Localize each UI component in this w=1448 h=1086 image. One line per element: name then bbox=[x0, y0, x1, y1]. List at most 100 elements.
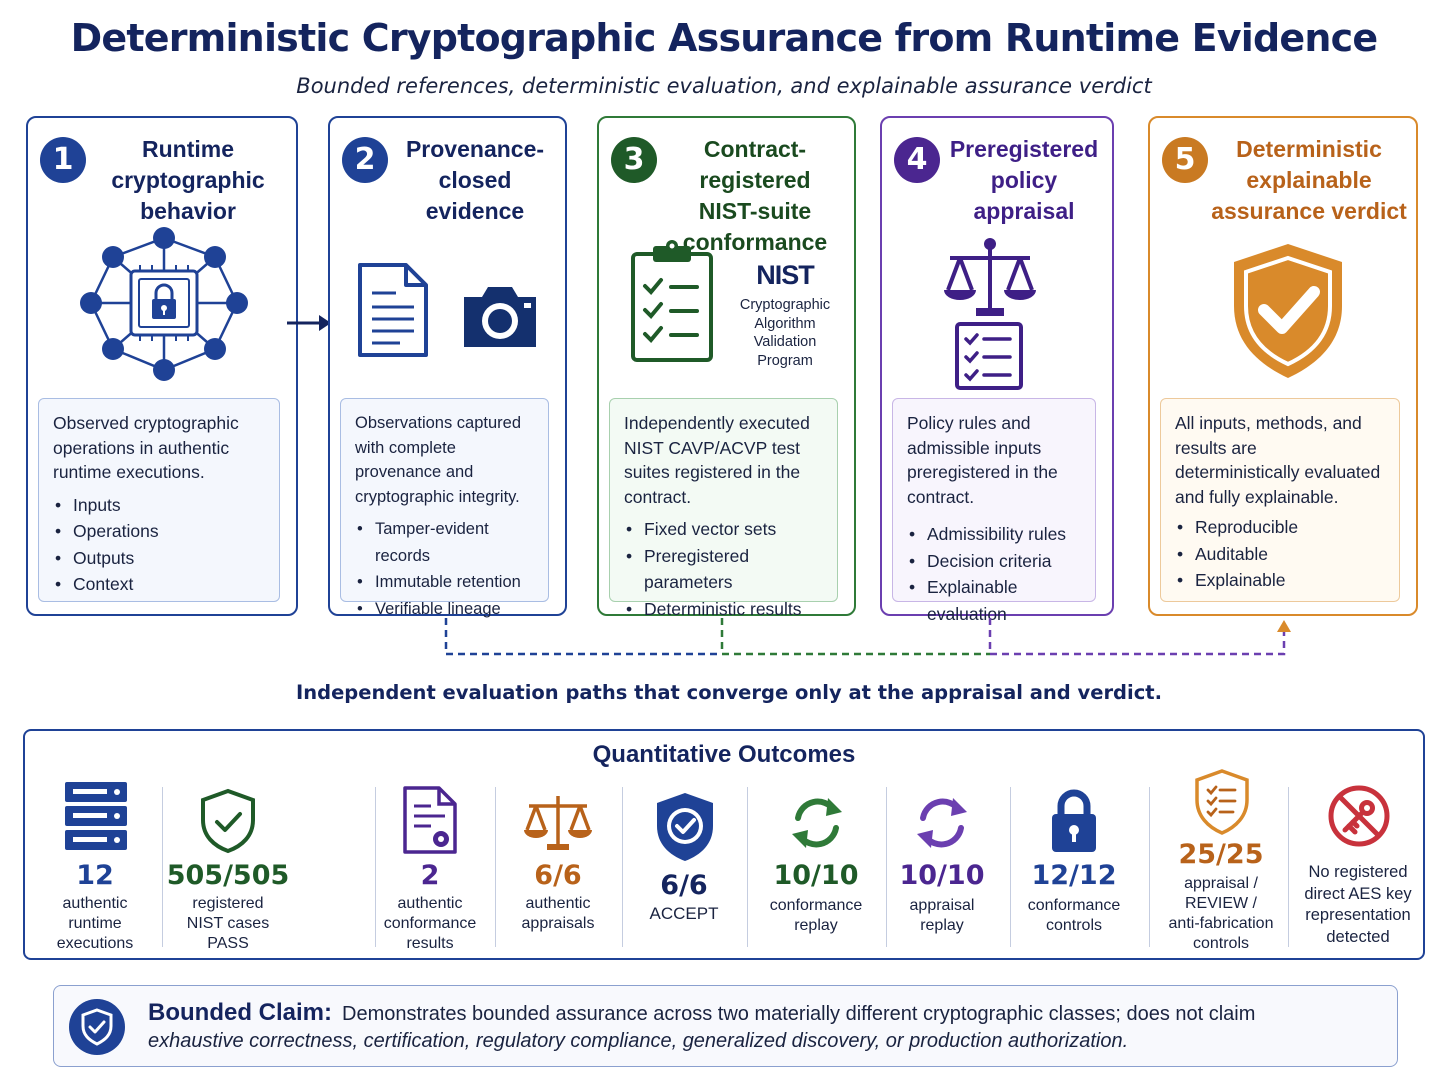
page-subtitle: Bounded references, deterministic evalua… bbox=[296, 74, 1152, 98]
lock-icon bbox=[1052, 789, 1096, 852]
list-item: Immutable retention bbox=[355, 569, 534, 596]
step-description: Independently executed NIST CAVP/ACVP te… bbox=[609, 398, 838, 622]
list-item: Verifiable lineage bbox=[355, 596, 534, 623]
metric-value: 10/10 bbox=[899, 860, 985, 891]
step-description: All inputs, methods, and results are det… bbox=[1160, 398, 1400, 602]
step-description: Policy rules and admissible inputs prere… bbox=[892, 398, 1096, 624]
document-gear-icon bbox=[403, 786, 457, 854]
bounded-claim-panel: Bounded Claim:Demonstrates bounded assur… bbox=[53, 985, 1398, 1067]
list-item: Reproducible bbox=[1175, 514, 1385, 541]
metric-value: 505/505 bbox=[166, 860, 290, 891]
step-number-badge: 2 bbox=[342, 137, 388, 183]
list-item: Tamper-evident records bbox=[355, 516, 534, 569]
divider bbox=[622, 787, 623, 947]
server-icon bbox=[65, 782, 127, 850]
divider bbox=[1149, 787, 1150, 947]
document-icon bbox=[358, 263, 428, 357]
shield-checklist-icon bbox=[1195, 769, 1249, 835]
list-item: Fixed vector sets bbox=[624, 516, 823, 543]
shield-check-icon bbox=[657, 793, 713, 861]
shield-check-icon bbox=[201, 788, 255, 854]
divider bbox=[886, 787, 887, 947]
network-lock-chip-icon bbox=[80, 227, 248, 381]
convergence-note: Independent evaluation paths that conver… bbox=[295, 681, 1162, 704]
divider bbox=[1288, 787, 1289, 947]
list-item: Explainable bbox=[1175, 567, 1385, 594]
metric-value: 2 bbox=[420, 860, 440, 891]
claim-line-2: exhaustive correctness, certification, r… bbox=[148, 1030, 1129, 1052]
metric-value: 6/6 bbox=[534, 860, 582, 891]
list-item: Inputs bbox=[53, 492, 265, 519]
metric-label: ACCEPT bbox=[649, 904, 719, 923]
step-number-badge: 3 bbox=[611, 137, 657, 183]
shield-check-icon bbox=[1234, 244, 1342, 378]
step-description: Observations captured with complete prov… bbox=[340, 398, 549, 622]
claim-line-1: Bounded Claim:Demonstrates bounded assur… bbox=[148, 999, 1256, 1026]
metric-accept: 6/6 ACCEPT bbox=[629, 776, 739, 956]
replay-icon bbox=[917, 798, 967, 848]
divider bbox=[747, 787, 748, 947]
metric-value: 6/6 bbox=[660, 870, 708, 901]
list-item: Explainable evaluation bbox=[907, 574, 1081, 627]
metric-value: 10/10 bbox=[773, 860, 859, 891]
metric-value: 12 bbox=[76, 860, 114, 891]
divider bbox=[375, 787, 376, 947]
list-item: Preregistered parameters bbox=[624, 543, 823, 596]
step-number-badge: 5 bbox=[1162, 137, 1208, 183]
shield-check-icon bbox=[69, 999, 125, 1055]
step-number-badge: 1 bbox=[40, 137, 86, 183]
list-item: Context bbox=[53, 571, 265, 598]
list-item: Auditable bbox=[1175, 541, 1385, 568]
list-item: Decision criteria bbox=[907, 548, 1081, 575]
scales-icon bbox=[524, 796, 592, 850]
outcomes-title: Quantitative Outcomes bbox=[592, 741, 856, 768]
metric-value: 12/12 bbox=[1031, 860, 1117, 891]
step-description: Observed cryptographic operations in aut… bbox=[38, 398, 280, 602]
replay-icon bbox=[792, 798, 842, 848]
divider bbox=[495, 787, 496, 947]
list-item: Deterministic results bbox=[624, 596, 823, 623]
metric-anti-fabrication-controls: 25/25 appraisal /REVIEW /anti-fabricatio… bbox=[1155, 769, 1287, 956]
no-key-icon bbox=[1328, 785, 1390, 847]
scales-icon bbox=[944, 238, 1036, 316]
checklist-icon bbox=[955, 322, 1023, 390]
arrow-right-icon bbox=[287, 315, 331, 331]
list-item: Operations bbox=[53, 518, 265, 545]
list-item: Admissibility rules bbox=[907, 521, 1081, 548]
camera-icon bbox=[464, 287, 536, 347]
page-title: Deterministic Cryptographic Assurance fr… bbox=[70, 16, 1378, 60]
metric-value: 25/25 bbox=[1178, 839, 1264, 870]
list-item: Outputs bbox=[53, 545, 265, 572]
checklist-clipboard-icon bbox=[631, 240, 713, 362]
divider bbox=[162, 787, 163, 947]
divider bbox=[1010, 787, 1011, 947]
convergence-connectors bbox=[444, 618, 1291, 656]
